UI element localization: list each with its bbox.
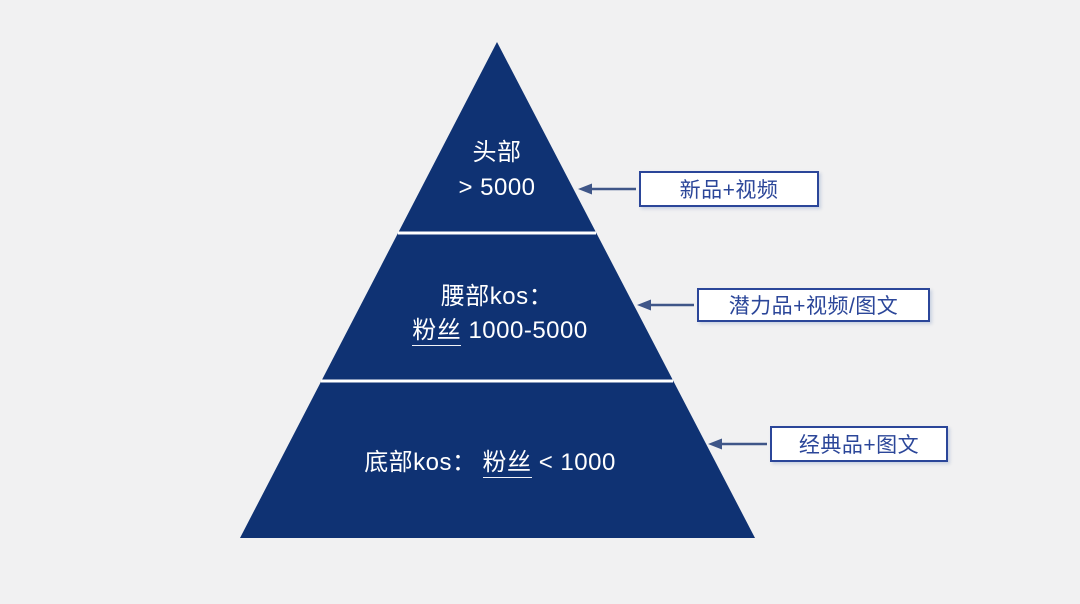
tier-middle-fans-word: 粉丝 xyxy=(412,317,462,346)
tier-bottom-title: 底部kos： xyxy=(364,449,477,476)
callout-box-potential-product: 潜力品+视频/图文 xyxy=(697,288,930,322)
callout-box-classic-product: 经典品+图文 xyxy=(770,426,948,462)
tier-top-value: > 5000 xyxy=(458,174,536,201)
callout-label: 潜力品+视频/图文 xyxy=(728,295,899,318)
tier-bottom-range: < 1000 xyxy=(538,449,616,476)
callout-box-new-product: 新品+视频 xyxy=(639,171,819,207)
arrow-to-middle-tier-icon xyxy=(637,299,694,311)
tier-bottom-label: 底部kos：粉丝< 1000 xyxy=(290,445,690,480)
tier-bottom-fans-word: 粉丝 xyxy=(482,449,532,478)
callout-label: 新品+视频 xyxy=(679,179,779,202)
arrow-to-bottom-tier-icon xyxy=(708,438,767,450)
tier-middle-range: 1000-5000 xyxy=(468,317,588,344)
pyramid-shape xyxy=(240,42,755,538)
callout-label: 经典品+图文 xyxy=(798,434,920,457)
tier-top-label: 头部 > 5000 xyxy=(397,135,597,205)
tier-middle-title: 腰部kos： xyxy=(440,283,554,310)
arrow-to-top-tier-icon xyxy=(578,183,636,195)
tier-top-title: 头部 xyxy=(472,139,522,166)
